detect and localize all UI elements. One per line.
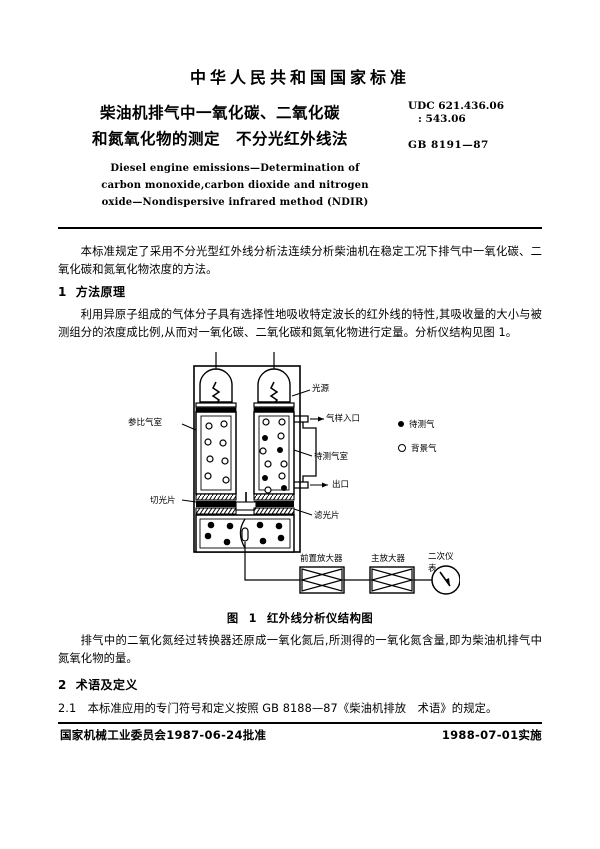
figure-label-main-amplifier: 主放大器 xyxy=(371,554,406,564)
figure-caption-title: 红外线分析仪结构图 xyxy=(267,612,374,625)
footer-divider-rule xyxy=(58,722,542,724)
standard-number: GB 8191—87 xyxy=(408,139,489,151)
figure-label-sample-inlet: 气样入口 xyxy=(326,414,361,424)
sample-gas-chamber xyxy=(253,411,295,495)
footer-approval-text: 国家机械工业委员会1987-06-24批准 xyxy=(60,728,267,742)
gauge-needle-tip-icon xyxy=(445,578,450,586)
reference-gas-chamber xyxy=(195,411,237,495)
english-subtitle-line-1: Diesel engine emissions—Determination of xyxy=(110,163,360,174)
legend-hollow-dot-icon xyxy=(398,444,406,452)
legend-label-background-gas: 背景气 xyxy=(411,444,437,454)
section-1-heading: 1 方法原理 xyxy=(58,283,125,300)
legend-label-sample-gas: 待测气 xyxy=(409,420,435,430)
leader-sample-chamber xyxy=(293,449,313,457)
figure-label-reference-chamber: 参比气室 xyxy=(128,418,163,428)
figure-legend-item-sample-gas: 待测气 xyxy=(398,418,435,430)
standard-organization-heading: 中华人民共和国国家标准 xyxy=(189,68,410,87)
chopper-blade-left xyxy=(196,501,236,507)
chopper-plate-left xyxy=(195,493,237,501)
chopper-blade-right xyxy=(254,501,294,507)
section-2-title: 术语及定义 xyxy=(75,678,138,692)
chopper-plate-right xyxy=(253,493,295,501)
leader-reference-chamber xyxy=(181,423,197,431)
nox-conversion-paragraph: 排气中的二氧化氮经过转换器还原成一氧化氮后,所测得的一氧化氮含量,即为柴油机排气… xyxy=(58,634,542,665)
title-line-2: 和氮氧化物的测定 不分光红外线法 xyxy=(91,130,348,148)
principle-paragraph: 利用异原子组成的气体分子具有选择性地吸收特定波长的红外线的特性,其吸收量的大小与… xyxy=(58,308,542,339)
sample-chamber-inner xyxy=(258,415,290,491)
pre-amplifier-block xyxy=(299,566,345,594)
light-source-right xyxy=(257,368,291,403)
reference-chamber-background-gas-dots xyxy=(204,420,230,484)
figure-caption-label: 图 xyxy=(226,612,239,625)
main-amplifier-block xyxy=(369,566,415,594)
optical-filter-left xyxy=(195,507,237,515)
english-subtitle: Diesel engine emissions—Determination of… xyxy=(70,160,400,211)
sample-bypass-pipe xyxy=(302,422,317,482)
footer-implementation-text: 1988-07-01实施 xyxy=(441,728,542,742)
analyzer-structure-svg xyxy=(181,352,461,595)
scope-paragraph: 本标准规定了采用不分光型红外线分析法连续分析柴油机在稳定工况下排气中一氧化碳、二… xyxy=(58,245,542,276)
detector-membrane xyxy=(239,518,246,549)
light-source-left xyxy=(199,368,233,403)
document-title: 柴油机排气中一氧化碳、二氧化碳 和氮氧化物的测定 不分光红外线法 xyxy=(40,100,400,152)
inlet-arrow-head xyxy=(318,416,324,422)
figure-label-chopper: 切光片 xyxy=(150,496,176,506)
section-2-heading: 2 术语及定义 xyxy=(58,676,138,693)
figure-label-secondary-instrument: 二次仪表 xyxy=(428,552,454,574)
source-seal-left xyxy=(195,407,237,412)
english-subtitle-line-2: carbon monoxide,carbon dioxide and nitro… xyxy=(101,180,369,191)
optical-filter-right xyxy=(253,507,295,515)
leader-chopper xyxy=(181,499,197,503)
figure-label-light-source: 光源 xyxy=(312,384,330,394)
clause-2-1-paragraph: 2.1 本标准应用的专门符号和定义按照 GB 8188—87《柴油机排放 术语》… xyxy=(58,702,498,715)
reference-chamber-inner xyxy=(200,415,232,491)
section-1-number: 1 xyxy=(58,285,67,299)
sample-chamber-gas-dots xyxy=(259,418,288,494)
header-divider-rule xyxy=(58,227,542,229)
filament-left-icon xyxy=(211,381,221,405)
figure-label-filter: 滤光片 xyxy=(314,511,340,521)
figure-label-pre-amplifier: 前置放大器 xyxy=(300,554,343,564)
sample-outlet-pipe xyxy=(294,481,309,489)
sample-inlet-pipe xyxy=(294,415,309,423)
source-base-right xyxy=(253,402,295,408)
standard-code-block: UDC 621.436.06 : 543.06 GB 8191—87 xyxy=(408,100,558,152)
section-1-title: 方法原理 xyxy=(75,285,126,299)
outlet-arrow-head xyxy=(322,482,328,488)
source-base-left xyxy=(195,402,237,408)
leader-light-source xyxy=(291,389,311,397)
source-seal-right xyxy=(253,407,295,412)
figure-ndir-analyzer-diagram: 光源 参比气室 气样入口 待测气室 出口 切光片 滤光片 前置放大器 主放大器 … xyxy=(128,352,461,604)
udc-line-1: UDC 621.436.06 xyxy=(408,100,505,112)
detector-signal-wire xyxy=(244,542,300,581)
detector-capacitor-plate xyxy=(241,527,249,542)
udc-line-2: : 543.06 xyxy=(418,113,466,125)
section-2-number: 2 xyxy=(58,678,67,692)
figure-legend-item-background-gas: 背景气 xyxy=(398,442,437,454)
main-amplifier-triangle-icon-2 xyxy=(369,568,413,592)
filament-right-icon xyxy=(269,381,279,405)
leader-filter xyxy=(293,508,313,516)
chopper-hub xyxy=(235,501,257,511)
legend-filled-dot-icon xyxy=(398,421,404,427)
title-line-1: 柴油机排气中一氧化碳、二氧化碳 xyxy=(99,104,340,122)
figure-label-sample-chamber: 待测气室 xyxy=(314,452,349,462)
pre-amplifier-triangle-icon-2 xyxy=(299,568,343,592)
english-subtitle-line-3: oxide—Nondispersive infrared method (NDI… xyxy=(101,197,369,208)
detector-chamber-sample-gas-dots xyxy=(204,521,285,546)
figure-label-outlet: 出口 xyxy=(332,480,350,490)
figure-caption-number: 1 xyxy=(248,612,257,625)
